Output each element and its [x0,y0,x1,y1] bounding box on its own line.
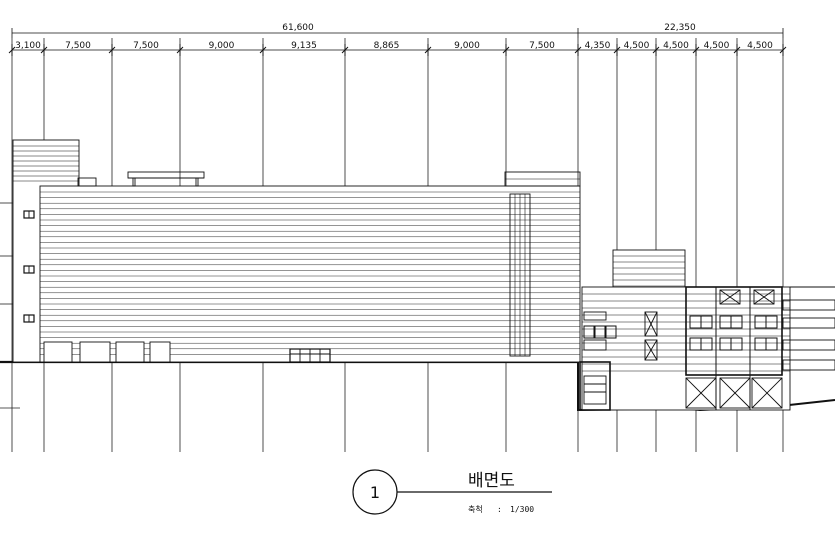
bay-dimension-labels: 3,100 7,500 7,500 9,000 9,135 8,865 9,000 7,500… [15,41,773,51]
bay-dimension-label: 9,135 [291,41,317,51]
bay-dimension-label: 4,500 [747,41,773,51]
overall-dim-annex: 22,350 [664,23,696,33]
overall-dim-main: 61,600 [282,23,314,33]
scale-separator: : [497,505,502,514]
bay-dimension-label: 7,500 [133,41,159,51]
dimension-ticks [8,44,787,56]
main-building [12,139,581,363]
drawing-number: 1 [370,483,380,502]
level-marks-left [0,202,20,409]
bay-dimension-label: 4,350 [585,41,611,51]
bay-dimension-label: 8,865 [374,41,400,51]
scale-label: 축척 [468,505,483,514]
bay-dimension-label: 4,500 [624,41,650,51]
bay-dimension-label: 3,100 [15,41,41,51]
bay-dimension-label: 9,000 [454,41,480,51]
bay-dimension-label: 7,500 [529,41,555,51]
drawing-title: 배면도 [468,471,515,491]
bay-dimension-label: 4,500 [663,41,689,51]
bay-dimension-label: 9,000 [209,41,235,51]
drawing-title-block: 1 배면도 축척 : 1/300 [352,469,552,515]
annex-building [579,249,835,411]
dimension-lines [11,28,784,51]
scale-value: 1/300 [510,505,534,514]
bay-dimension-label: 4,500 [704,41,730,51]
bay-dimension-label: 7,500 [65,41,91,51]
